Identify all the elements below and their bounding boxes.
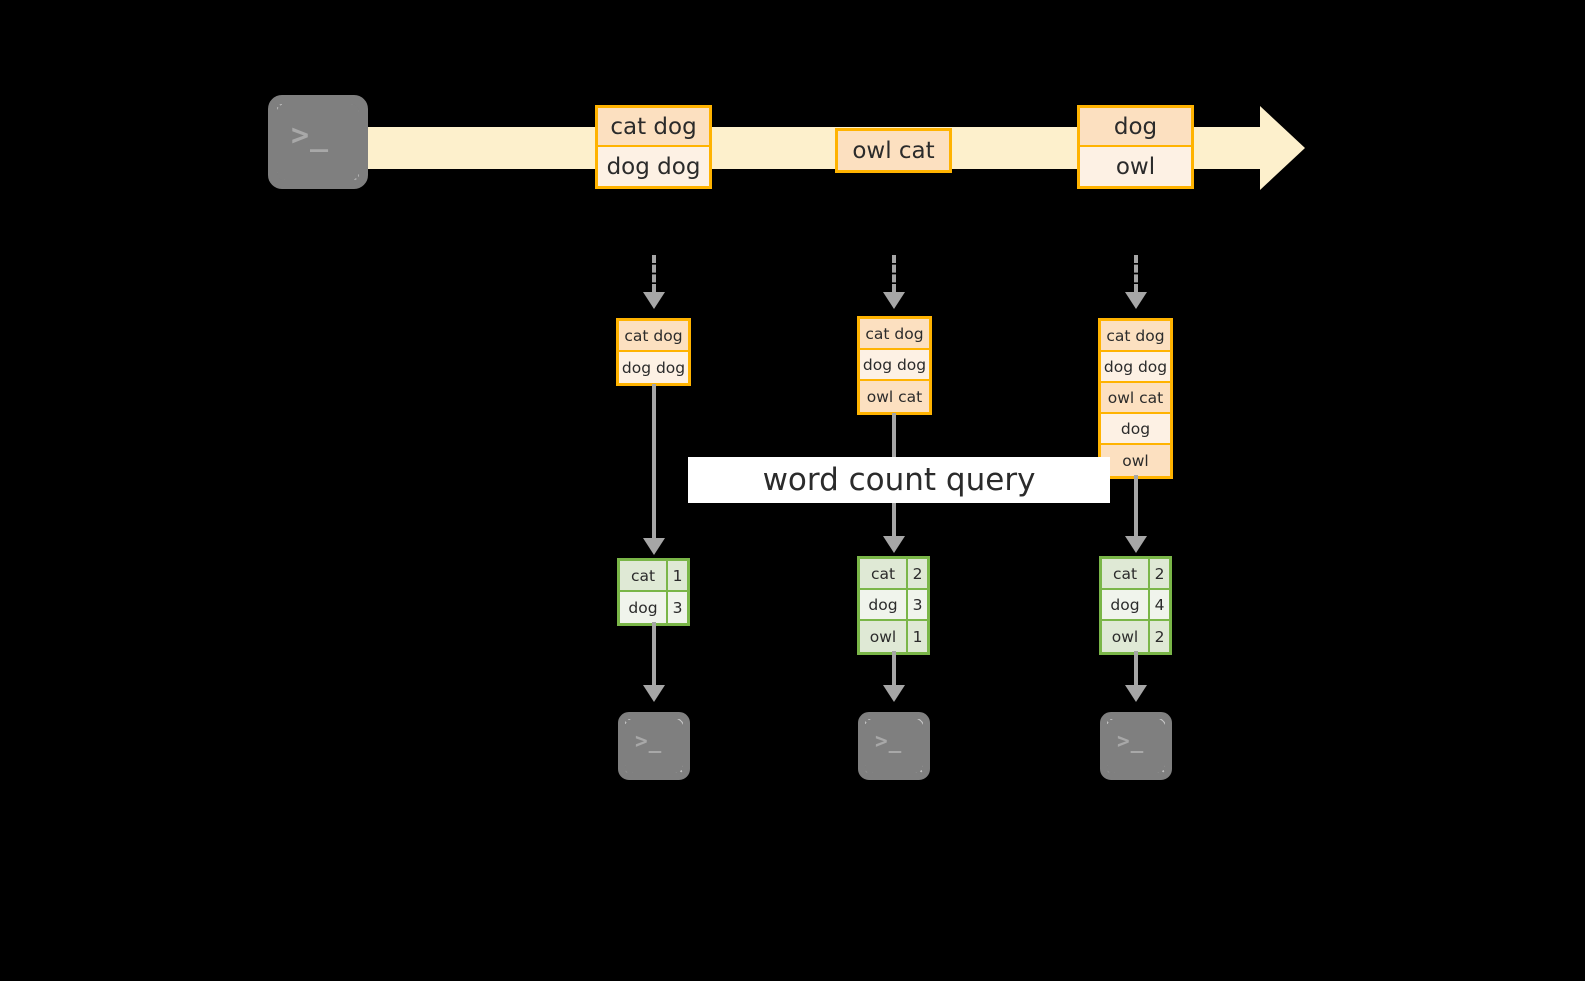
consumer-connector-arrowhead-3 [1125,685,1147,702]
consumer-terminal-2[interactable]: >_ [858,712,930,780]
terminal-screen: >_ [625,719,683,773]
snapshot-connector-arrowhead-1 [643,292,665,309]
state-line: cat dog [860,319,929,350]
result-row: dog 3 [620,592,687,623]
state-line: cat dog [1101,321,1170,352]
stream-record-line: cat dog [598,108,709,147]
stream-record-line: dog [1080,108,1191,147]
state-line: dog [1101,414,1170,445]
stream-record-group-3[interactable]: dog owl [1077,105,1194,189]
result-count: 3 [912,595,923,614]
terminal-screen: >_ [1107,719,1165,773]
result-word: dog [860,590,908,619]
query-label: word count query [688,457,1110,503]
terminal-prompt-icon: >_ [875,729,903,753]
query-connector-arrowhead-3 [1125,536,1147,553]
terminal-prompt-icon: >_ [291,118,330,153]
result-row: cat 2 [1102,559,1169,590]
producer-terminal[interactable]: >_ [268,95,368,189]
result-row: dog 3 [860,590,927,621]
terminal-prompt-icon: >_ [635,729,663,753]
state-line: dog dog [860,350,929,381]
snapshot-connector-dashed-2 [892,255,896,292]
state-snapshot-2[interactable]: cat dog dog dog owl cat [857,316,932,415]
terminal-screen: >_ [277,104,359,180]
consumer-connector-arrowhead-2 [883,685,905,702]
terminal-prompt-icon: >_ [1117,729,1145,753]
result-word: cat [860,559,908,588]
result-word: dog [620,592,668,623]
consumer-connector-2 [892,651,896,687]
result-word: dog [1102,590,1150,619]
snapshot-connector-dashed-1 [652,255,656,292]
result-row: cat 2 [860,559,927,590]
consumer-connector-3 [1134,651,1138,687]
stream-record-line: dog dog [598,147,709,186]
query-connector-1 [652,384,656,540]
state-line: owl cat [1101,383,1170,414]
stream-record-line: owl [1080,147,1191,186]
result-count: 1 [668,561,687,590]
query-connector-arrowhead-2 [883,536,905,553]
result-row: owl 2 [1102,621,1169,652]
state-snapshot-3[interactable]: cat dog dog dog owl cat dog owl [1098,318,1173,479]
result-word: cat [1102,559,1150,588]
result-count: 2 [1150,559,1169,588]
word-count-result-1[interactable]: cat 1 dog 3 [617,558,690,626]
stream-record-group-1[interactable]: cat dog dog dog [595,105,712,189]
state-line: cat dog [619,321,688,352]
stream-arrowhead [1260,106,1305,190]
query-label-text: word count query [762,462,1036,498]
state-line: owl [1101,445,1170,476]
snapshot-connector-dashed-3 [1134,255,1138,292]
state-line: dog dog [619,352,688,383]
stream-record-line: owl cat [838,131,949,170]
query-connector-3 [1134,475,1138,538]
result-word: cat [620,561,668,590]
result-row: owl 1 [860,621,927,652]
word-count-result-2[interactable]: cat 2 dog 3 owl 1 [857,556,930,655]
result-count: 2 [908,559,927,588]
result-count: 4 [1154,595,1165,614]
consumer-connector-arrowhead-1 [643,685,665,702]
result-count: 3 [672,598,683,617]
word-count-result-3[interactable]: cat 2 dog 4 owl 2 [1099,556,1172,655]
consumer-connector-1 [652,622,656,687]
result-word: owl [1102,621,1150,652]
result-count: 1 [908,621,927,652]
query-connector-arrowhead-1 [643,538,665,555]
terminal-screen: >_ [865,719,923,773]
snapshot-connector-arrowhead-3 [1125,292,1147,309]
consumer-terminal-3[interactable]: >_ [1100,712,1172,780]
result-count: 2 [1150,621,1169,652]
state-line: owl cat [860,381,929,412]
snapshot-connector-arrowhead-2 [883,292,905,309]
consumer-terminal-1[interactable]: >_ [618,712,690,780]
stream-record-group-2[interactable]: owl cat [835,128,952,173]
state-snapshot-1[interactable]: cat dog dog dog [616,318,691,386]
result-row: cat 1 [620,561,687,592]
result-word: owl [860,621,908,652]
result-row: dog 4 [1102,590,1169,621]
state-line: dog dog [1101,352,1170,383]
